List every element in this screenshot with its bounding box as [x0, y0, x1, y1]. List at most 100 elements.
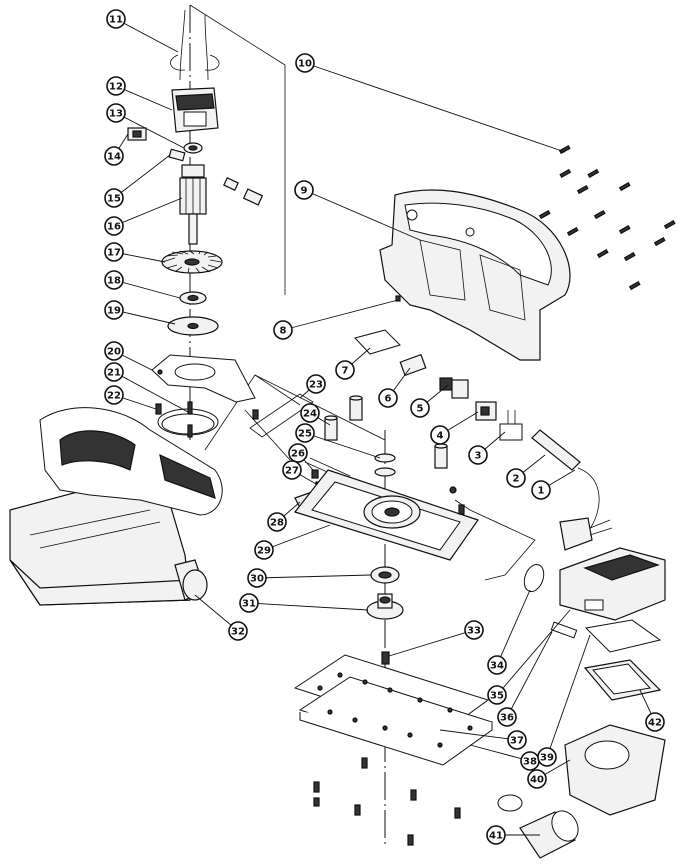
callout-35: 35: [487, 685, 507, 705]
callout-circle: [273, 320, 293, 340]
callout-label: 41: [489, 831, 503, 842]
callout-label: 42: [648, 718, 662, 729]
callout-14: 14: [104, 146, 124, 166]
callout-3: 3: [468, 445, 488, 465]
pad-screws: [313, 757, 461, 846]
callout-circle: [288, 443, 308, 463]
callout-label: 4: [437, 431, 444, 442]
callout-23: 23: [306, 374, 326, 394]
callout-label: 18: [107, 276, 121, 287]
callout-label: 38: [523, 757, 537, 768]
motor-stator: [170, 9, 220, 133]
callout-circle: [378, 388, 398, 408]
callout-label: 32: [231, 627, 245, 638]
callout-label: 19: [107, 306, 121, 317]
callout-label: 13: [109, 109, 123, 120]
callout-38: 38: [520, 751, 540, 771]
callout-label: 36: [500, 713, 514, 724]
callout-circle: [104, 341, 124, 361]
leader-line-18: [113, 279, 181, 299]
callout-circle: [527, 769, 547, 789]
sanding-pad: [293, 654, 494, 766]
callout-circle: [239, 593, 259, 613]
callout-31: 31: [239, 593, 259, 613]
leader-line-39: [546, 634, 591, 758]
callout-label: 2: [513, 474, 520, 485]
leader-line-16: [113, 197, 183, 227]
leader-line-13: [115, 112, 185, 149]
callout-label: 26: [291, 449, 305, 460]
callout-circle: [507, 730, 527, 750]
leader-line-9: [303, 189, 421, 241]
callout-21: 21: [104, 362, 124, 382]
leader-line-29: [263, 524, 331, 551]
callout-label: 40: [530, 775, 544, 786]
callout-6: 6: [378, 388, 398, 408]
callout-33: 33: [464, 620, 484, 640]
leader-line-10: [304, 62, 566, 153]
callout-label: 20: [107, 347, 121, 358]
callout-label: 39: [540, 753, 554, 764]
callout-circle: [468, 445, 488, 465]
callout-label: 9: [301, 186, 308, 197]
callout-circle: [294, 180, 314, 200]
callout-circle: [104, 242, 124, 262]
callout-label: 24: [303, 409, 317, 420]
callout-circle: [295, 53, 315, 73]
callout-circle: [106, 76, 126, 96]
callout-19: 19: [104, 300, 124, 320]
callout-circle: [537, 747, 557, 767]
callout-34: 34: [487, 655, 507, 675]
callout-16: 16: [104, 216, 124, 236]
callout-30: 30: [247, 568, 267, 588]
callout-circle: [410, 398, 430, 418]
callout-26: 26: [288, 443, 308, 463]
callout-circle: [104, 362, 124, 382]
leader-line-34: [496, 589, 531, 666]
upper-bearing: [183, 142, 203, 154]
o-ring: [523, 563, 545, 593]
callout-label: 29: [257, 546, 271, 557]
assembled-sander: [9, 407, 223, 606]
callout-circle: [282, 460, 302, 480]
callout-label: 1: [538, 486, 545, 497]
dust-box: [497, 547, 666, 859]
leader-line-38: [469, 744, 531, 762]
base-plate: [293, 469, 536, 581]
callout-circle: [104, 188, 124, 208]
callout-circle: [104, 385, 124, 405]
callout-circle: [487, 655, 507, 675]
leader-line-36: [506, 631, 553, 718]
rear-housing: [379, 189, 571, 361]
eccentric-bearing: [370, 566, 400, 584]
lower-bearing: [179, 291, 207, 305]
leader-line-37: [439, 729, 518, 741]
callout-label: 23: [309, 380, 323, 391]
callout-circle: [430, 425, 450, 445]
callout-circle: [106, 103, 126, 123]
callout-circle: [247, 568, 267, 588]
callout-label: 6: [385, 394, 392, 405]
leader-line-21: [113, 371, 189, 413]
callout-10: 10: [295, 53, 315, 73]
callout-circle: [104, 216, 124, 236]
switch-assembly: [354, 329, 523, 441]
callout-label: 35: [490, 691, 504, 702]
callout-label: 30: [250, 574, 264, 585]
callout-29: 29: [254, 540, 274, 560]
callout-circle: [464, 620, 484, 640]
callout-42: 42: [645, 712, 665, 732]
housing-screws: [538, 144, 676, 291]
callout-label: 10: [298, 59, 312, 70]
callout-label: 12: [109, 82, 123, 93]
callout-label: 28: [270, 518, 284, 529]
callout-37: 37: [507, 730, 527, 750]
leader-line-25: [304, 432, 381, 459]
callout-label: 34: [490, 661, 504, 672]
callout-circle: [295, 423, 315, 443]
callout-circle: [645, 712, 665, 732]
callout-27: 27: [282, 460, 302, 480]
callout-label: 21: [107, 368, 121, 379]
callout-numbers: 1234567891011121314151617181920212223242…: [104, 9, 665, 845]
